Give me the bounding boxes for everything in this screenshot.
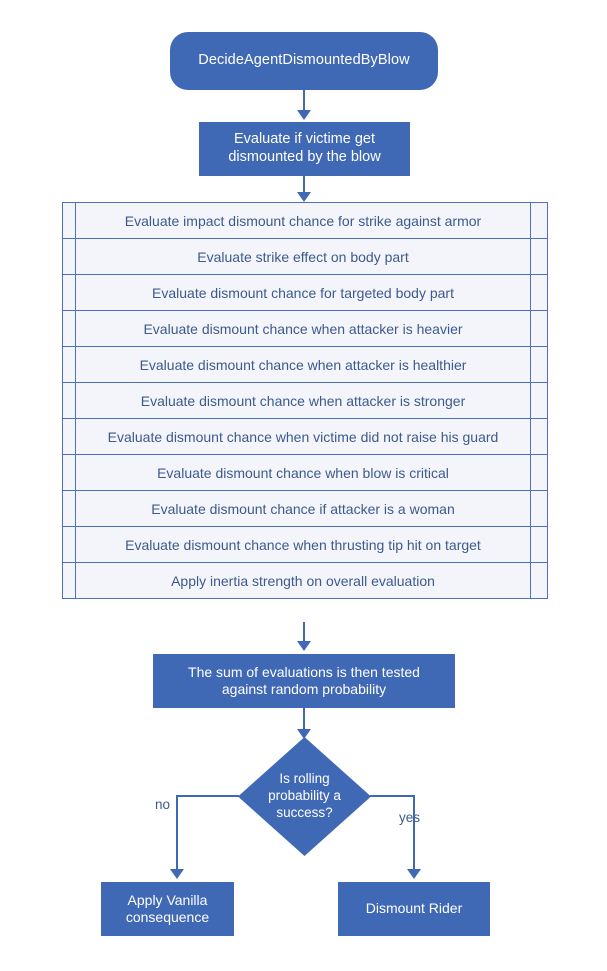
decision-label-line2: probability a bbox=[268, 788, 341, 804]
step-label: Evaluate dismount chance when attacker i… bbox=[75, 382, 531, 419]
row-gutter-left bbox=[62, 418, 76, 455]
evaluation-steps-body: Evaluate impact dismount chance for stri… bbox=[62, 202, 548, 599]
row-gutter-left bbox=[62, 490, 76, 527]
row-gutter-right bbox=[530, 490, 548, 527]
table-row[interactable]: Evaluate dismount chance for targeted bo… bbox=[62, 274, 548, 311]
step-label: Evaluate dismount chance if attacker is … bbox=[75, 490, 531, 527]
node-start-decide-agent-dismounted-by-blow[interactable]: DecideAgentDismountedByBlow bbox=[170, 32, 438, 90]
step-label: Evaluate dismount chance for targeted bo… bbox=[75, 274, 531, 311]
step-label: Apply inertia strength on overall evalua… bbox=[75, 562, 531, 599]
node-sum-label-line1: The sum of evaluations is then tested bbox=[188, 663, 420, 680]
row-gutter-right bbox=[530, 382, 548, 419]
row-gutter-left bbox=[62, 238, 76, 275]
row-gutter-right bbox=[530, 310, 548, 347]
step-label: Evaluate dismount chance when blow is cr… bbox=[75, 454, 531, 491]
arrowhead-start-to-evaluate bbox=[297, 110, 311, 120]
table-row[interactable]: Evaluate dismount chance when thrusting … bbox=[62, 526, 548, 563]
branch-label-no: no bbox=[155, 797, 171, 812]
row-gutter-right bbox=[530, 274, 548, 311]
node-vanilla-label-line1: Apply Vanilla bbox=[127, 891, 208, 908]
table-row[interactable]: Evaluate dismount chance when attacker i… bbox=[62, 346, 548, 383]
row-gutter-right bbox=[530, 346, 548, 383]
row-gutter-left bbox=[62, 274, 76, 311]
row-gutter-right bbox=[530, 562, 548, 599]
arrowhead-sum-to-decision bbox=[297, 729, 311, 739]
step-label: Evaluate dismount chance when victime di… bbox=[75, 418, 531, 455]
row-gutter-left bbox=[62, 382, 76, 419]
table-row[interactable]: Evaluate dismount chance when attacker i… bbox=[62, 382, 548, 419]
row-gutter-right bbox=[530, 526, 548, 563]
row-gutter-right bbox=[530, 238, 548, 275]
row-gutter-left bbox=[62, 310, 76, 347]
node-evaluate-if-victim-dismounted[interactable]: Evaluate if victime get dismounted by th… bbox=[199, 122, 410, 176]
connector-sum-to-decision bbox=[303, 708, 305, 730]
node-evaluate-label-line2: dismounted by the blow bbox=[228, 149, 381, 165]
arrowhead-steps-to-sum bbox=[297, 641, 311, 651]
step-label: Evaluate dismount chance when attacker i… bbox=[75, 346, 531, 383]
connector-decision-yes-vertical bbox=[413, 795, 415, 871]
node-decision-is-rolling-probability-success[interactable]: Is rolling probability a success? bbox=[238, 737, 371, 856]
decision-label-line1: Is rolling bbox=[279, 771, 330, 787]
connector-steps-to-sum bbox=[303, 622, 305, 642]
node-dismount-rider[interactable]: Dismount Rider bbox=[338, 882, 490, 936]
row-gutter-left bbox=[62, 526, 76, 563]
node-sum-label-line2: against random probability bbox=[221, 681, 387, 697]
node-apply-vanilla-consequence[interactable]: Apply Vanilla consequence bbox=[101, 882, 234, 936]
node-dismount-label: Dismount Rider bbox=[365, 900, 463, 917]
row-gutter-left bbox=[62, 202, 76, 239]
branch-label-yes: yes bbox=[399, 810, 421, 825]
row-gutter-right bbox=[530, 418, 548, 455]
decision-label-group: Is rolling probability a success? bbox=[238, 737, 371, 856]
step-label: Evaluate dismount chance when thrusting … bbox=[75, 526, 531, 563]
table-row[interactable]: Evaluate dismount chance when attacker i… bbox=[62, 310, 548, 347]
connector-decision-no-horizontal bbox=[177, 795, 239, 797]
row-gutter-left bbox=[62, 562, 76, 599]
node-start-label: DecideAgentDismountedByBlow bbox=[198, 52, 410, 69]
row-gutter-right bbox=[530, 454, 548, 491]
step-label: Evaluate strike effect on body part bbox=[75, 238, 531, 275]
row-gutter-right bbox=[530, 202, 548, 239]
table-row[interactable]: Evaluate dismount chance when victime di… bbox=[62, 418, 548, 455]
table-row[interactable]: Evaluate strike effect on body part bbox=[62, 238, 548, 275]
connector-decision-no-vertical bbox=[176, 795, 178, 871]
arrowhead-yes-to-dismount bbox=[407, 869, 421, 879]
connector-start-to-evaluate bbox=[303, 90, 305, 112]
step-label: Evaluate dismount chance when attacker i… bbox=[75, 310, 531, 347]
row-gutter-left bbox=[62, 454, 76, 491]
node-vanilla-label-line2: consequence bbox=[125, 909, 210, 925]
decision-label-line3: success? bbox=[276, 804, 333, 820]
evaluation-steps-table: Evaluate impact dismount chance for stri… bbox=[62, 202, 548, 599]
table-row[interactable]: Evaluate dismount chance when blow is cr… bbox=[62, 454, 548, 491]
node-sum-tested-against-random-probability[interactable]: The sum of evaluations is then tested ag… bbox=[153, 654, 455, 708]
step-label: Evaluate impact dismount chance for stri… bbox=[75, 202, 531, 239]
arrowhead-evaluate-to-steps bbox=[297, 192, 311, 202]
connector-evaluate-to-steps bbox=[303, 176, 305, 194]
table-row[interactable]: Evaluate dismount chance if attacker is … bbox=[62, 490, 548, 527]
table-row[interactable]: Evaluate impact dismount chance for stri… bbox=[62, 202, 548, 239]
connector-decision-yes-horizontal bbox=[370, 795, 415, 797]
arrowhead-no-to-vanilla bbox=[170, 869, 184, 879]
table-row[interactable]: Apply inertia strength on overall evalua… bbox=[62, 562, 548, 599]
node-evaluate-label-line1: Evaluate if victime get bbox=[233, 131, 376, 148]
row-gutter-left bbox=[62, 346, 76, 383]
